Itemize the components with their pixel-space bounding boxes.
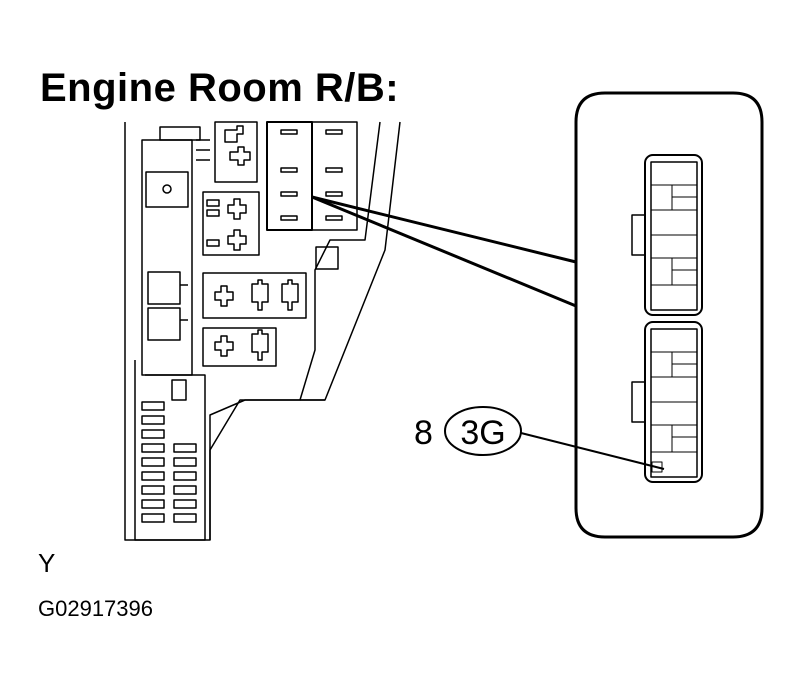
upper-connector	[631, 154, 703, 316]
relay-block	[124, 121, 401, 541]
callout-pin-number: 8	[414, 414, 433, 452]
leader-lines	[311, 195, 577, 308]
callout-connector-code: 3G	[460, 414, 505, 452]
connector-callout: 8 3G	[414, 406, 665, 470]
diagram-title: Engine Room R/B:	[40, 66, 400, 110]
figure-code: G02917396	[38, 596, 153, 621]
view-letter: Y	[38, 548, 56, 578]
enlarged-connector-view	[574, 91, 764, 539]
lower-connector	[631, 321, 703, 483]
